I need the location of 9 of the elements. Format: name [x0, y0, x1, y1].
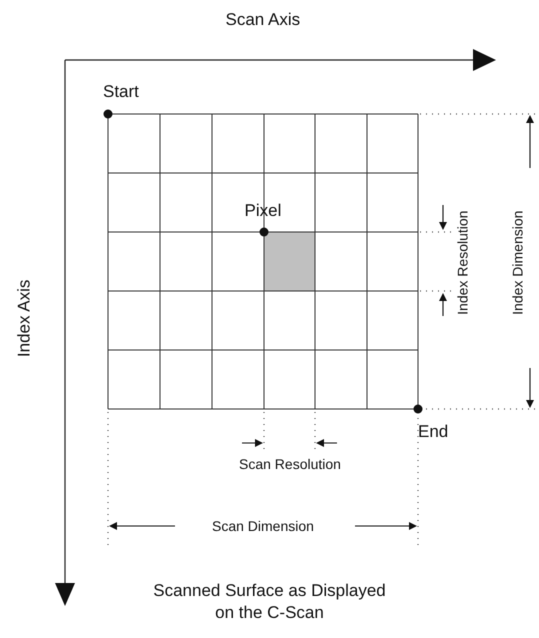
dimension-label: Index Resolution	[455, 210, 471, 314]
dimension-label: Scan Dimension	[212, 518, 314, 534]
caption: Scanned Surface as Displayed on the C-Scan	[152, 580, 387, 624]
point-label: End	[418, 422, 448, 442]
point-label: Start	[103, 82, 139, 102]
axis-label: Index Axis	[15, 279, 34, 357]
dimension-label: Index Dimension	[510, 210, 526, 314]
axis-label: Scan Axis	[226, 10, 300, 30]
dimension-label: Scan Resolution	[239, 456, 341, 472]
